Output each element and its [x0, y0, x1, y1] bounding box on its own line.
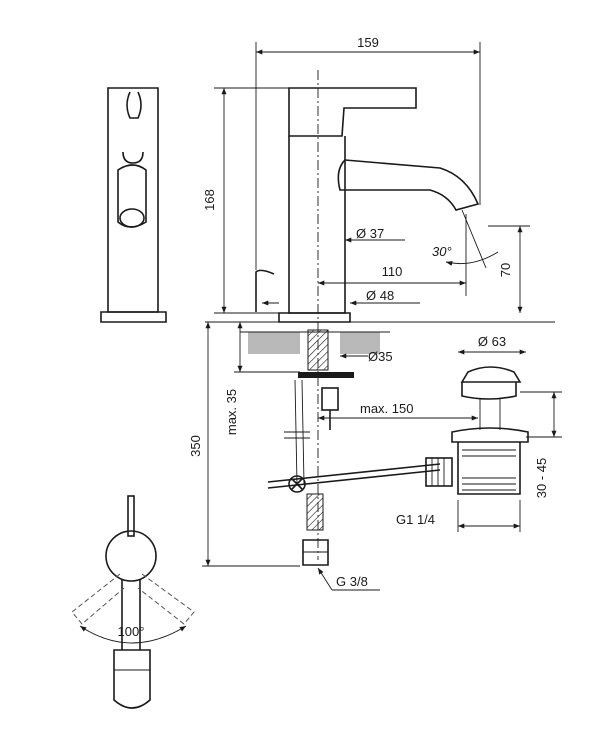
side-view — [100, 87, 167, 323]
label-159: 159 — [357, 35, 379, 50]
label-g38: G 3/8 — [336, 574, 368, 589]
dim-70: 70 — [488, 225, 530, 313]
dim-max-35: max. 35 — [224, 322, 300, 435]
waste-drain — [425, 366, 529, 495]
label-g114: G1 1/4 — [396, 512, 435, 527]
label-max35: max. 35 — [224, 389, 239, 435]
label-100deg: 100° — [118, 624, 145, 639]
dim-30-45: 30 - 45 — [520, 391, 562, 498]
dim-350: 350 — [188, 322, 300, 567]
label-350: 350 — [188, 435, 203, 457]
dim-thread-waste: G1 1/4 — [396, 500, 521, 532]
label-168: 168 — [202, 189, 217, 211]
label-30deg: 30° — [432, 244, 452, 259]
supply-hose — [267, 379, 441, 566]
countertop-section — [205, 321, 555, 354]
label-d35: Ø35 — [368, 349, 393, 364]
dim-168: 168 — [202, 87, 289, 314]
label-70: 70 — [498, 263, 513, 277]
dim-spout-diameter: Ø 37 — [345, 226, 405, 243]
label-30-45: 30 - 45 — [534, 458, 549, 498]
dim-waste-diameter: Ø 63 — [458, 334, 526, 355]
dim-hole-diameter: Ø35 — [340, 349, 393, 364]
label-d63: Ø 63 — [478, 334, 506, 349]
top-view: 100° — [71, 495, 195, 709]
label-110: 110 — [382, 264, 403, 279]
dim-159: 159 — [255, 35, 481, 270]
label-max150: max. 150 — [360, 401, 413, 416]
dim-base-diameter: Ø 48 — [262, 288, 420, 306]
mixer-front-view — [255, 70, 480, 560]
dim-thread-supply: G 3/8 — [317, 567, 380, 591]
label-d37: Ø 37 — [356, 226, 384, 241]
dim-angle: 30° — [432, 209, 499, 269]
dim-110: 110 — [318, 214, 467, 296]
dim-max-150: max. 150 — [318, 401, 478, 421]
label-d48: Ø 48 — [366, 288, 394, 303]
mounting-rod — [298, 329, 354, 430]
